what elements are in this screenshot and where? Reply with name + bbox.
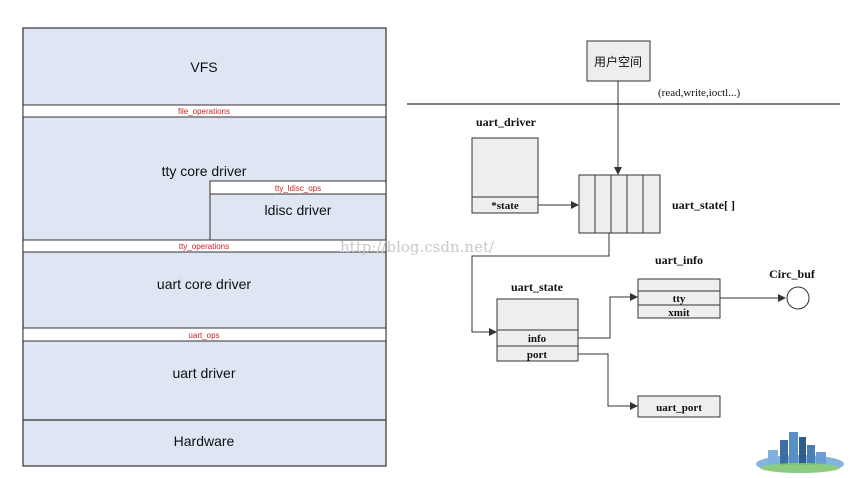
uart-port-box xyxy=(637,395,721,418)
uart-state-struct-title: uart_state xyxy=(511,280,564,294)
uart-info-struct-title: uart_info xyxy=(655,253,703,267)
tty-ldisc-ops-strip xyxy=(209,180,387,195)
syscalls-label: (read,write,ioctl...) xyxy=(658,87,740,99)
uart-state-array xyxy=(578,174,661,234)
uart-driver-struct-title: uart_driver xyxy=(476,115,537,129)
uart-structures: 用户空间 (read,write,ioctl...) uart_driver *… xyxy=(407,40,840,418)
uart-driver-struct-box xyxy=(471,137,539,214)
ldisc-driver-label: ldisc driver xyxy=(265,202,332,218)
state-field-label: *state xyxy=(491,200,519,212)
user-to-state-arrowhead xyxy=(614,167,622,175)
circ-buf-icon xyxy=(786,286,810,310)
file-operations-label: file_operations xyxy=(178,107,230,116)
array-to-state-line xyxy=(471,233,610,333)
hardware-label: Hardware xyxy=(174,433,235,449)
uart-core-driver-label: uart core driver xyxy=(157,276,251,292)
tty-field-label: tty xyxy=(673,293,686,305)
tty-operations-label: tty_operations xyxy=(179,242,229,251)
layer-stack: VFS file_operations tty core driver tty_… xyxy=(22,27,387,467)
file-operations-strip xyxy=(22,104,387,118)
tty-core-driver-label: tty core driver xyxy=(162,163,247,179)
uart-ops-label: uart_ops xyxy=(188,331,219,340)
uart-driver-label: uart driver xyxy=(172,365,235,381)
circ-buf-label: Circ_buf xyxy=(769,267,816,281)
user-space-label: 用户空间 xyxy=(594,54,642,69)
info-field-label: info xyxy=(528,333,547,345)
xmit-to-circbuf-arrowhead xyxy=(778,294,786,302)
state-to-array-arrowhead xyxy=(571,201,579,209)
tty-ldisc-ops-label: tty_ldisc_ops xyxy=(275,184,321,193)
city-logo-icon xyxy=(756,432,844,473)
watermark: http://blog.csdn.net/ xyxy=(340,238,495,256)
uart-port-label: uart_port xyxy=(656,402,702,414)
port-field-label: port xyxy=(527,349,548,361)
vfs-label: VFS xyxy=(190,59,217,75)
uart-state-array-label: uart_state[ ] xyxy=(672,198,735,212)
xmit-field-label: xmit xyxy=(668,307,690,319)
port-to-uart-port-line xyxy=(578,353,630,407)
info-to-uart-info-line xyxy=(578,296,630,339)
user-space-box xyxy=(586,40,651,82)
port-to-uart-port-arrowhead xyxy=(630,402,638,410)
uart-state-array-box xyxy=(578,174,661,234)
uart-ops-strip xyxy=(22,327,387,342)
info-to-uart-info-arrowhead xyxy=(630,293,638,301)
tty-operations-strip xyxy=(22,239,387,253)
array-to-state-arrowhead xyxy=(489,328,497,336)
